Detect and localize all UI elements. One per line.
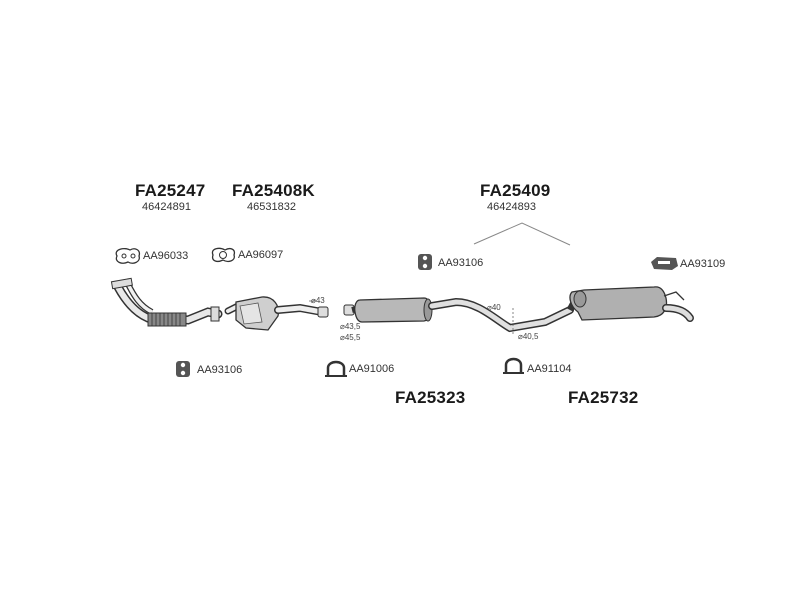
part-code-centre-group: FA25409 [480, 181, 551, 200]
front-downpipe [110, 277, 223, 327]
part-code-rear-silencer: FA25732 [568, 388, 639, 407]
middle-silencer [343, 297, 574, 333]
accessory-label-gasket: AA96033 [143, 250, 189, 262]
accessory-label-hanger: AA93106 [438, 257, 484, 269]
catalytic-converter [224, 296, 329, 331]
oe-number-centre-group: 46424893 [487, 201, 536, 213]
oe-number-catalyst: 46531832 [247, 201, 296, 213]
oe-number-downpipe: 46424891 [142, 201, 191, 213]
part-code-middle-silencer: FA25323 [395, 388, 466, 407]
diameter-label: ⌀43,5 [340, 322, 361, 331]
diameter-label: ⌀40 [487, 303, 501, 312]
part-code-downpipe: FA25247 [135, 181, 206, 200]
accessory-label-hanger: AA93109 [680, 258, 726, 270]
gasket-icon [211, 247, 236, 262]
accessory-label-gasket: AA96097 [238, 249, 284, 261]
rubber-hanger-icon [176, 361, 190, 377]
pipe-clamp-icon [503, 357, 524, 374]
rubber-hanger-icon [418, 254, 432, 270]
pipe-clamp-icon [325, 360, 347, 377]
diameter-label: ⌀40,5 [518, 332, 539, 341]
gasket-icon [115, 248, 141, 264]
diameter-label: ⌀45,5 [340, 333, 361, 342]
rubber-hanger-icon [651, 257, 678, 270]
group-bracket [473, 222, 571, 246]
accessory-label-clamp: AA91104 [527, 363, 572, 375]
part-code-catalyst: FA25408K [232, 181, 315, 200]
rear-silencer [566, 286, 694, 322]
diameter-label: ⌀43 [311, 296, 325, 305]
accessory-label-hanger: AA93106 [197, 364, 243, 376]
accessory-label-clamp: AA91006 [349, 363, 395, 375]
